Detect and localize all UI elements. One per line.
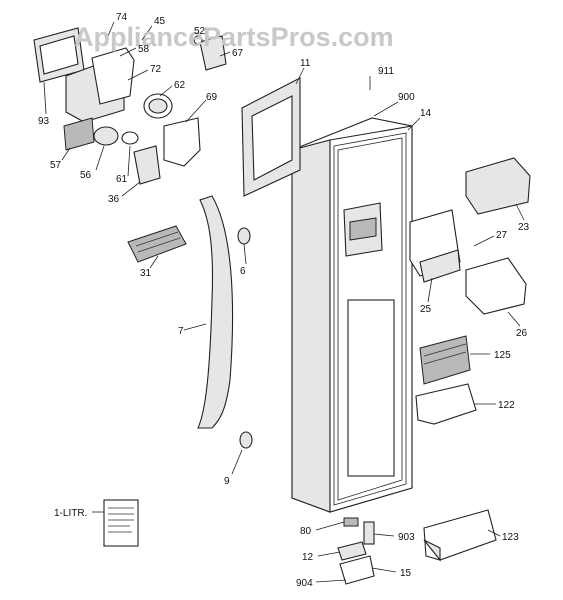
callout-74: 74 (116, 12, 128, 23)
callout-903: 903 (398, 532, 415, 543)
callout-7: 7 (178, 326, 184, 337)
callout-14: 14 (420, 108, 432, 119)
callout-1-litr: 1-LITR. (54, 508, 87, 519)
ice-dispenser-parts (33, 27, 227, 185)
callout-31: 31 (140, 268, 152, 279)
callout-72: 72 (150, 64, 162, 75)
callout-27: 27 (496, 230, 508, 241)
callout-900: 900 (398, 92, 415, 103)
callout-56: 56 (80, 170, 92, 181)
callout-52: 52 (194, 26, 206, 37)
bottom-small-parts (103, 499, 375, 585)
dispenser-frame-part (241, 77, 301, 197)
callout-45: 45 (154, 16, 166, 27)
callout-58: 58 (138, 44, 150, 55)
callout-125: 125 (494, 350, 511, 361)
callout-904: 904 (296, 578, 313, 589)
callout-67: 67 (232, 48, 244, 59)
leader-lines (43, 21, 525, 583)
callout-62: 62 (174, 80, 186, 91)
callout-6: 6 (240, 266, 246, 277)
callout-80: 80 (300, 526, 312, 537)
callout-9: 9 (224, 476, 230, 487)
callout-36: 36 (108, 194, 120, 205)
callout-26: 26 (516, 328, 528, 339)
callout-61: 61 (116, 174, 128, 185)
door-bins (409, 157, 531, 562)
callout-15: 15 (400, 568, 412, 579)
watermark-text: AppliancePartsPros.com (74, 22, 394, 52)
callout-69: 69 (206, 92, 218, 103)
callout-911: 911 (378, 66, 394, 77)
callout-11: 11 (300, 58, 311, 69)
door-assembly (291, 117, 413, 513)
callout-12: 12 (302, 552, 314, 563)
callout-labels: 74 45 58 72 62 93 57 56 61 36 69 52 67 1… (38, 12, 530, 589)
callout-23: 23 (518, 222, 530, 233)
callout-25: 25 (420, 304, 432, 315)
callout-93: 93 (38, 116, 50, 127)
handle-parts (127, 195, 253, 449)
callout-123: 123 (502, 532, 519, 543)
callout-57: 57 (50, 160, 62, 171)
callout-122: 122 (498, 400, 515, 411)
